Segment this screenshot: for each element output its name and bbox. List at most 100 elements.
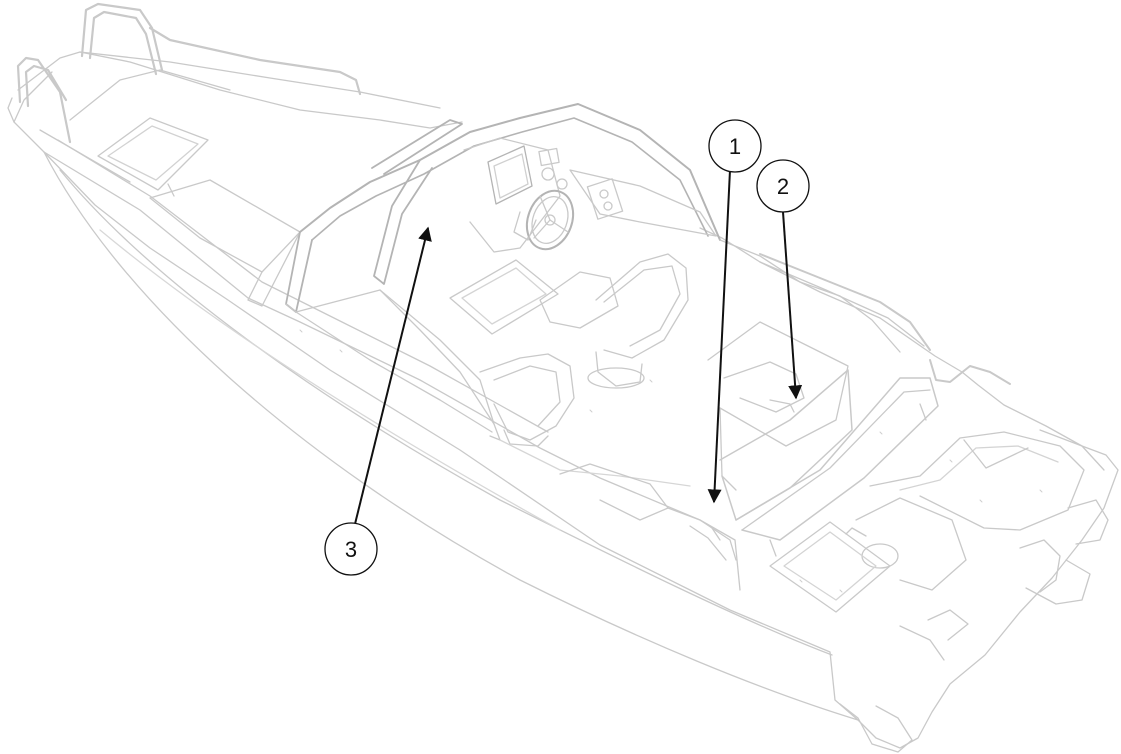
- windshield-frame-outer: [300, 104, 720, 240]
- chartplotter-screen: [488, 146, 532, 204]
- stern-step: [900, 626, 944, 660]
- steering-column: [514, 212, 536, 240]
- transom-bench: [736, 378, 938, 540]
- port-glass-top: [380, 290, 494, 424]
- callout-2-circle: [756, 159, 810, 213]
- gunwale-port-inner: [58, 140, 548, 432]
- port-glass-lower: [296, 312, 492, 432]
- starboard-sheer: [80, 52, 440, 108]
- bow-rail-left-b: [26, 66, 66, 106]
- aft-deck-seam: [964, 440, 1028, 468]
- helm-seat-cushion: [540, 272, 618, 328]
- starboard-dash: [570, 170, 716, 236]
- aft-bench-cushion: [724, 362, 804, 412]
- port-latch: [712, 528, 720, 540]
- callout-1: 1: [707, 119, 762, 504]
- bow-hatch: [98, 118, 208, 190]
- helm-seat-back-inner: [604, 266, 680, 346]
- steering-wheel-rim: [519, 184, 581, 255]
- forward-bench-side: [248, 232, 300, 306]
- starboard-gauge-a: [600, 190, 608, 198]
- windshield-top-bar: [372, 120, 462, 174]
- bow-hatch-inner: [108, 126, 198, 180]
- steering-wheel-hub: [545, 215, 555, 225]
- transom-bench-top: [742, 390, 930, 530]
- callout-2-leader: [782, 211, 803, 400]
- trim-tab: [1026, 560, 1090, 604]
- dash-gauge-a: [542, 168, 554, 180]
- hull-outline: [8, 98, 1118, 748]
- aft-bench-box: [708, 322, 848, 446]
- hull-chine-middle: [60, 170, 832, 655]
- port-glass-panel: [286, 290, 500, 440]
- starboard-rail-top: [760, 254, 930, 350]
- bow-rail-side: [150, 28, 360, 94]
- hull-strake: [100, 230, 560, 530]
- helm-seat-back: [596, 254, 688, 358]
- bow-deck: [18, 52, 462, 128]
- callout-3-leader: [354, 226, 432, 525]
- starboard-stern-rail: [930, 360, 1010, 384]
- boat-illustration: [8, 4, 1118, 752]
- keel-fin: [840, 704, 912, 752]
- engine-well: [856, 498, 966, 590]
- transom-bench-hinge-b: [920, 404, 926, 420]
- aft-hatch: [770, 522, 890, 612]
- dash-console: [464, 138, 560, 252]
- gunwale-port-rail: [40, 130, 130, 182]
- starboard-switch-panel: [587, 179, 622, 219]
- helm-seat-pedestal: [596, 352, 642, 386]
- port-storage-edge: [690, 526, 726, 560]
- bow-rail-left: [18, 58, 70, 142]
- rivet-marks: [300, 330, 1042, 592]
- callout-1-label: 1: [729, 134, 741, 159]
- engine-hatch: [862, 544, 898, 568]
- engine-cable: [846, 528, 866, 536]
- companion-seat: [480, 354, 574, 440]
- callout-2: 2: [756, 159, 810, 400]
- aft-bench-latch: [770, 400, 794, 412]
- transom-bench-hinge-a: [770, 540, 776, 556]
- port-storage-lid: [668, 508, 736, 560]
- helm-floor-hatch: [450, 260, 558, 334]
- aft-deck: [870, 432, 1084, 530]
- callout-2-label: 2: [777, 174, 789, 199]
- callout-3-label: 3: [345, 537, 357, 562]
- windshield-center-pillar: [374, 160, 432, 284]
- bow-rail-right-b: [90, 12, 156, 74]
- starboard-gauge-b: [604, 202, 612, 210]
- hull-chine-lower: [44, 152, 858, 720]
- dash-gauge-b: [557, 179, 567, 189]
- bow-rail-right: [82, 4, 162, 70]
- forward-bench: [150, 180, 300, 272]
- aft-deck-right: [1040, 430, 1104, 470]
- steering-wheel-rim-inner: [526, 192, 574, 249]
- callout-3: 3: [324, 226, 432, 576]
- starboard-rail-top-b: [760, 262, 924, 346]
- chartplotter-screen-inner: [494, 154, 528, 198]
- dash-gauge-panel: [539, 149, 559, 166]
- bow-deck-edge: [14, 72, 52, 122]
- bow-hatch-latch: [168, 184, 174, 196]
- aft-bench-backrest: [720, 370, 852, 520]
- gunwale-port: [44, 152, 740, 590]
- steering-wheel-spoke-c: [534, 220, 550, 238]
- steering-wheel-spoke-a: [540, 196, 550, 220]
- stern-corner: [928, 610, 968, 640]
- cockpit-floor: [500, 440, 690, 486]
- aft-hatch-inner: [784, 532, 876, 600]
- companion-seat-base: [504, 430, 548, 446]
- helm-floor-hatch-inner: [462, 268, 546, 324]
- bow-deck-inner: [70, 70, 230, 120]
- port-aft-bench: [560, 464, 668, 520]
- companion-seat-inner: [494, 366, 560, 426]
- stern-light-box: [1068, 500, 1108, 544]
- callout-1-circle: [708, 119, 762, 173]
- helm-seat-base: [588, 368, 644, 388]
- starboard-coaming: [720, 240, 900, 352]
- aft-deck-inner: [900, 446, 1058, 490]
- callout-3-circle: [324, 522, 378, 576]
- callout-1-leader: [707, 169, 731, 504]
- windshield-left-pillar: [286, 232, 312, 312]
